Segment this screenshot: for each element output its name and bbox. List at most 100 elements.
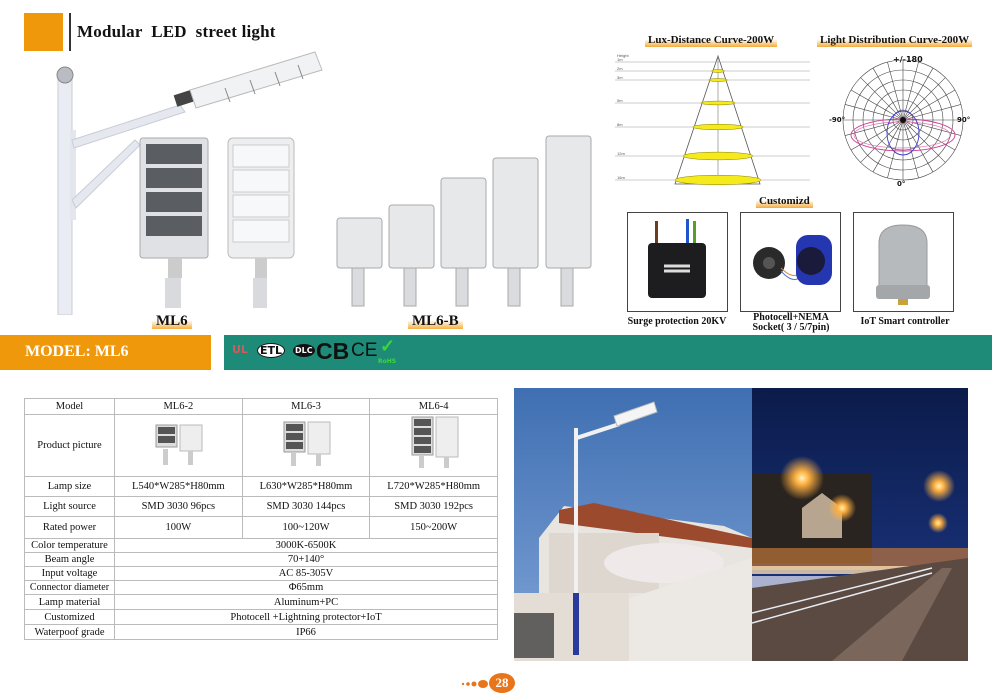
customized-title: Customizd [756, 195, 813, 208]
row-label: Light source [24, 496, 115, 517]
cell-value: IP66 [114, 624, 498, 640]
etl-cert-icon: ETL [257, 343, 286, 358]
lux-beam-ellipse [674, 174, 762, 186]
product-picture-ml6-4 [369, 414, 498, 477]
certification-banner: UL ETL DLC CB CE ✓ RoHS [224, 335, 992, 370]
lux-beam-ellipse [682, 151, 754, 161]
cell-value: AC 85-305V [114, 566, 498, 581]
lux-beam-ellipse [711, 69, 725, 73]
iot-controller-card [853, 212, 954, 312]
photocell-caption-line1: Photocell+NEMA [753, 312, 829, 323]
lux-height-header: Height [617, 53, 629, 58]
ml6b-label: ML6-B [408, 313, 463, 329]
spec-table: Model ML6-2 ML6-3 ML6-4 Product picture … [24, 398, 498, 640]
row-label: Lamp material [24, 594, 115, 610]
product-illustration [56, 51, 592, 315]
cell-value: SMD 3030 192pcs [369, 496, 498, 517]
lux-beam-ellipse [692, 123, 744, 131]
ml6-2-picture [155, 424, 203, 465]
row-label: Input voltage [24, 566, 115, 581]
lux-height-label: 2m [617, 66, 623, 71]
row-label: Rated power [24, 516, 115, 539]
ml6-label: ML6 [152, 313, 192, 329]
cell-value: SMD 3030 144pcs [241, 496, 371, 517]
cell-value: Aluminum+PC [114, 594, 498, 610]
product-picture-ml6-2 [114, 414, 243, 477]
lux-beam-ellipse [708, 78, 728, 82]
street-light-pole-image [56, 51, 323, 315]
surge-protector-caption: Surge protection 20KV [627, 316, 727, 327]
polar-curve-c45 [886, 110, 920, 156]
cell-value: 70+140° [114, 552, 498, 567]
photocell-caption-line2: Socket( 3 / 5/7pin) [752, 322, 830, 333]
model-header-label: Model [24, 398, 115, 415]
iot-controller-icon [876, 224, 930, 305]
cell-value: 100~120W [241, 516, 371, 539]
ml6-front-image [227, 137, 295, 308]
cell-value: L720*W285*H80mm [369, 476, 498, 497]
cell-value: 150~200W [369, 516, 498, 539]
cell-value: SMD 3030 96pcs [114, 496, 243, 517]
product-picture-ml6-3 [241, 414, 371, 477]
iot-controller-caption: IoT Smart controller [860, 316, 950, 327]
table-row: Light source SMD 3030 96pcs SMD 3030 144… [24, 496, 498, 517]
rohs-check-icon: ✓ [380, 336, 396, 356]
table-row-model: Model ML6-2 ML6-3 ML6-4 [24, 398, 498, 415]
cell-value: Photocell +Lightning protector+IoT [114, 609, 498, 625]
lux-height-label: 12m [617, 151, 625, 156]
lux-height-label: 16m [617, 175, 625, 180]
lux-chart-title: Lux-Distance Curve-200W [645, 34, 778, 47]
lux-beam-ellipse [700, 100, 736, 106]
row-label: Beam angle [24, 552, 115, 567]
photocell-icon [753, 235, 832, 285]
row-label: Customized [24, 609, 115, 625]
daytime-installation-photo [514, 388, 752, 661]
surge-protector-card [627, 212, 728, 312]
page-number: 28 [489, 673, 515, 693]
dlc-cert-icon: DLC [293, 344, 315, 357]
product-picture-label: Product picture [24, 414, 115, 477]
rohs-cert-label: RoHS [378, 358, 397, 365]
page-number-dots [461, 680, 488, 688]
row-label: Waterpoof grade [24, 624, 115, 640]
polar-label-top: +/-180 [893, 55, 923, 64]
polar-curve-c0 [853, 121, 951, 149]
light-distribution-polar-chart [842, 59, 964, 181]
ml6-back-image [139, 137, 209, 308]
polar-label-bottom: 0° [897, 180, 906, 188]
polar-chart-title: Light Distribution Curve-200W [817, 34, 973, 47]
cell-value: L540*W285*H80mm [114, 476, 243, 497]
model-banner: MODEL: ML6 [0, 335, 211, 370]
header-divider [69, 13, 71, 51]
polar-label-right: 90° [957, 116, 971, 124]
table-row-picture: Product picture [24, 414, 498, 477]
row-label: Color temperature [24, 538, 115, 553]
row-label: Lamp size [24, 476, 115, 497]
ce-cert-icon: CE [351, 340, 378, 361]
table-row: Lamp size L540*W285*H80mm L630*W285*H80m… [24, 476, 498, 497]
ml6-4-picture [411, 416, 459, 468]
table-row: Rated power 100W 100~120W 150~200W [24, 516, 498, 539]
lux-height-label: 5m [617, 98, 623, 103]
surge-protector-icon [648, 219, 706, 298]
row-label: Connector diameter [24, 580, 115, 595]
photocell-card [740, 212, 841, 312]
polar-label-left: -90° [829, 116, 846, 124]
model-col-ml6-3: ML6-3 [241, 398, 371, 415]
nighttime-road-photo [752, 388, 968, 661]
page-title: Modular LED street light [77, 22, 276, 41]
lux-height-label: 8m [617, 122, 623, 127]
cell-value: 3000K-6500K [114, 538, 498, 553]
header-accent-square [24, 13, 63, 51]
model-col-ml6-2: ML6-2 [114, 398, 243, 415]
cell-value: L630*W285*H80mm [241, 476, 371, 497]
cb-cert-icon: CB [316, 338, 350, 364]
ul-cert-icon: UL [232, 343, 248, 356]
